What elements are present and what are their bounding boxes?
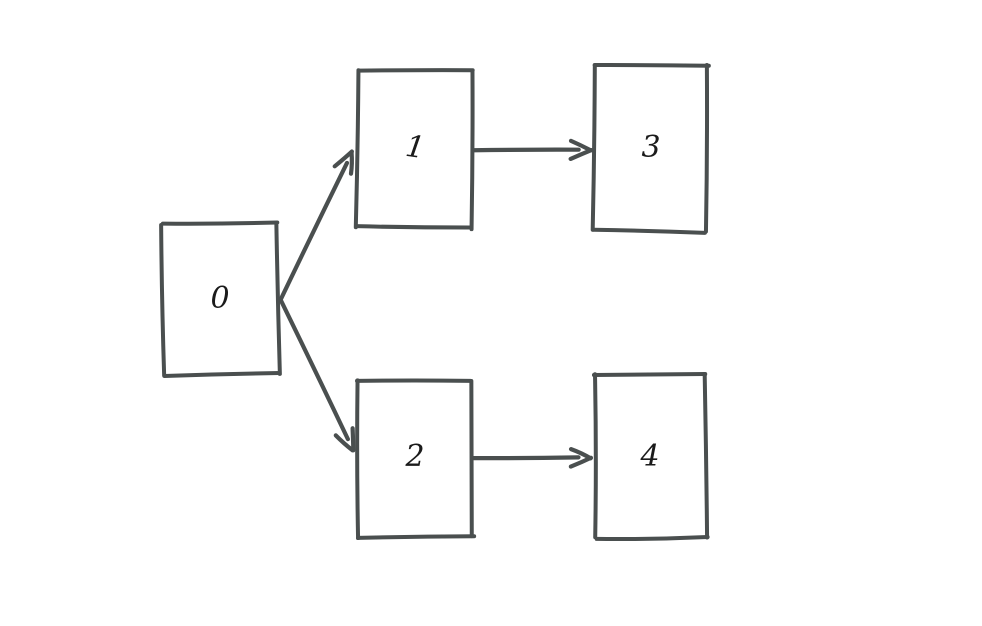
edge-1-to-3 bbox=[471, 138, 594, 162]
arrowhead-barb bbox=[568, 138, 593, 153]
node-label-4: 4 bbox=[639, 439, 659, 474]
node-border-side bbox=[353, 68, 361, 230]
node-border-side bbox=[356, 534, 477, 540]
edge-line bbox=[471, 455, 581, 461]
node-label-1: 1 bbox=[403, 129, 427, 166]
node-4[interactable]: 4 bbox=[591, 372, 710, 542]
node-border-side bbox=[703, 63, 710, 234]
node-layer: 0 1 2 3 4 bbox=[159, 63, 711, 542]
node-0[interactable]: 0 bbox=[159, 220, 282, 378]
node-border-side bbox=[160, 220, 280, 226]
node-border-side bbox=[590, 63, 597, 232]
arrowhead-barb bbox=[568, 447, 593, 461]
edge-2-to-4 bbox=[471, 447, 594, 469]
node-border-side bbox=[159, 222, 167, 378]
node-border-side bbox=[591, 372, 708, 378]
node-border-side bbox=[162, 371, 282, 378]
node-label-2: 2 bbox=[404, 439, 424, 474]
edge-0-to-1 bbox=[277, 149, 354, 303]
node-border-side bbox=[591, 227, 707, 235]
node-border-side bbox=[355, 378, 473, 383]
arrowhead-barb bbox=[348, 150, 354, 176]
edge-line bbox=[471, 147, 581, 153]
node-border-side bbox=[356, 68, 475, 73]
node-border-side bbox=[355, 378, 361, 541]
node-label-0: 0 bbox=[210, 281, 229, 316]
node-label-3: 3 bbox=[641, 130, 660, 165]
arrowhead-barb bbox=[333, 433, 355, 453]
edge-line bbox=[277, 160, 350, 303]
node-border-side bbox=[354, 224, 473, 230]
edge-0-to-2 bbox=[278, 297, 356, 453]
arrowhead-barb bbox=[350, 426, 356, 453]
node-border-side bbox=[469, 69, 475, 232]
node-border-side bbox=[274, 221, 282, 376]
node-border-side bbox=[702, 373, 710, 540]
node-1[interactable]: 1 bbox=[353, 68, 475, 232]
edge-line bbox=[278, 297, 350, 442]
node-2[interactable]: 2 bbox=[355, 378, 477, 541]
node-border-side bbox=[592, 372, 598, 540]
node-border-side bbox=[469, 379, 474, 539]
node-border-side bbox=[594, 534, 710, 542]
node-border-side bbox=[592, 63, 711, 68]
edge-layer bbox=[277, 138, 594, 469]
arrowhead-barb bbox=[332, 149, 354, 169]
node-3[interactable]: 3 bbox=[590, 63, 711, 235]
